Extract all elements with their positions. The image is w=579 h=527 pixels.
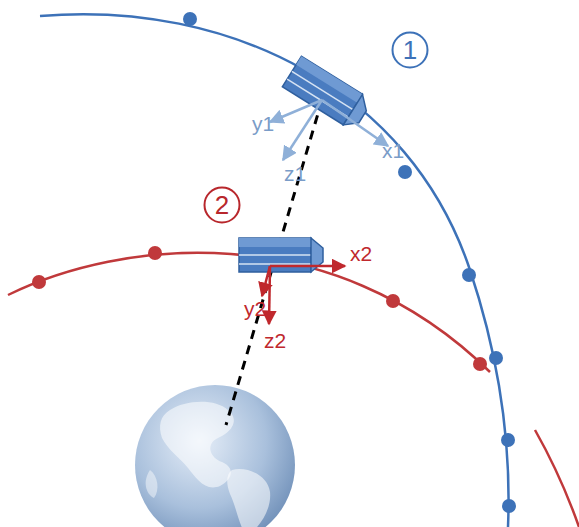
axes-1 [270, 100, 388, 160]
axes-2 [262, 266, 345, 324]
axis-label: x1 [382, 140, 404, 161]
earth [135, 385, 295, 527]
satellite-1 [282, 56, 372, 131]
callout-circle: 1 [391, 31, 429, 69]
callout-circle: 2 [203, 186, 241, 224]
axis-label: x2 [350, 243, 372, 264]
callout-number: 2 [215, 192, 229, 218]
axis-label: z1 [284, 163, 306, 184]
outer-orbit [40, 12, 516, 527]
callout-number: 1 [403, 37, 417, 63]
axis-label: y1 [252, 113, 274, 134]
inner-orbit [8, 246, 579, 527]
axis-label: y2 [244, 298, 266, 319]
line-of-sight [226, 100, 322, 425]
axis-label: z2 [264, 330, 286, 351]
